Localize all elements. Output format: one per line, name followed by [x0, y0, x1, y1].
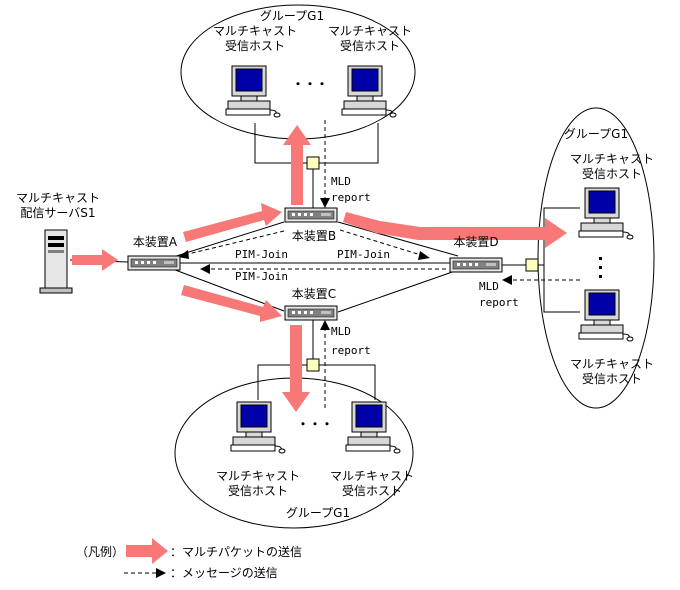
mld-right-1: MLD [479, 280, 499, 293]
arrow-a-to-c [181, 285, 282, 322]
group-right-name: グループG1 [564, 127, 628, 141]
arrow-server-to-a [72, 249, 118, 271]
group-top-host-left-2: 受信ホスト [225, 39, 285, 53]
group-right-host-top-2: 受信ホスト [582, 167, 642, 181]
group-right-ellipse [537, 107, 655, 409]
group-bottom-host-right-2: 受信ホスト [342, 484, 402, 498]
mld-right-2: report [479, 296, 519, 309]
mld-bottom-1: MLD [331, 325, 351, 338]
device-c-icon[interactable] [284, 305, 338, 321]
legend-packet-text: ：マルチパケットの送信 [170, 544, 302, 559]
message-arrows [178, 120, 580, 408]
server-icon[interactable] [39, 229, 73, 294]
pim-join-upper-left: PIM-Join [235, 248, 288, 261]
legend: （凡例） ：マルチパケットの送信 ：メッセージの送信 [76, 538, 302, 580]
group-bottom-host-left-1: マルチキャスト [216, 469, 300, 483]
server-label-2: 配信サーバS1 [20, 206, 95, 220]
group-right-dots [599, 257, 602, 278]
group-top-dots: ・・・ [292, 77, 328, 91]
group-bottom-dots: ・・・ [297, 417, 333, 431]
arrow-a-to-b [183, 203, 282, 242]
device-a-icon[interactable] [127, 255, 181, 271]
arrow-b-up [283, 125, 311, 205]
group-top-host-left-1: マルチキャスト [213, 24, 297, 38]
server-label-1: マルチキャスト [16, 191, 100, 205]
legend-packet-arrow [126, 538, 168, 564]
device-d-label: 本装置D [453, 235, 498, 249]
lan-bottom [257, 320, 376, 400]
pc-bottom-right-icon[interactable] [345, 401, 401, 454]
pc-bottom-left-icon[interactable] [230, 401, 286, 454]
device-b-label: 本装置B [292, 229, 336, 243]
lan-right [500, 207, 580, 313]
mld-top-2: report [331, 191, 371, 204]
group-bottom-host-left-2: 受信ホスト [228, 484, 288, 498]
mld-bottom-2: report [331, 344, 371, 357]
group-bottom-host-right-1: マルチキャスト [330, 469, 414, 483]
lan-top [254, 123, 379, 210]
group-top-host-right-1: マルチキャスト [328, 24, 412, 38]
device-c-label: 本装置C [292, 287, 336, 301]
group-bottom-name: グループG1 [286, 506, 350, 520]
group-top-name: グループG1 [260, 9, 324, 23]
group-right-host-bottom-1: マルチキャスト [570, 357, 654, 371]
pc-top-left-icon[interactable] [225, 65, 281, 118]
link-b-d [337, 221, 459, 257]
group-right-host-bottom-2: 受信ホスト [582, 372, 642, 386]
legend-message-text: ：メッセージの送信 [170, 565, 278, 580]
pc-top-right-icon[interactable] [341, 65, 397, 118]
device-d-icon[interactable] [449, 257, 503, 273]
group-right-host-top-1: マルチキャスト [570, 152, 654, 166]
mld-top-1: MLD [331, 175, 351, 188]
multicast-arrows [72, 125, 567, 412]
legend-heading: （凡例） [76, 545, 124, 559]
pc-right-bottom-icon[interactable] [578, 289, 634, 342]
arrow-c-down [282, 325, 310, 412]
pim-join-lower: PIM-Join [235, 270, 288, 283]
pim-join-upper-right: PIM-Join [337, 248, 390, 261]
link-a-b [169, 221, 285, 259]
device-a-label: 本装置A [133, 235, 178, 249]
group-top-host-right-2: 受信ホスト [340, 39, 400, 53]
pc-right-top-icon[interactable] [578, 187, 634, 240]
device-b-icon[interactable] [284, 207, 338, 223]
link-c-d [337, 269, 459, 313]
arrow-b-to-d [343, 212, 567, 248]
